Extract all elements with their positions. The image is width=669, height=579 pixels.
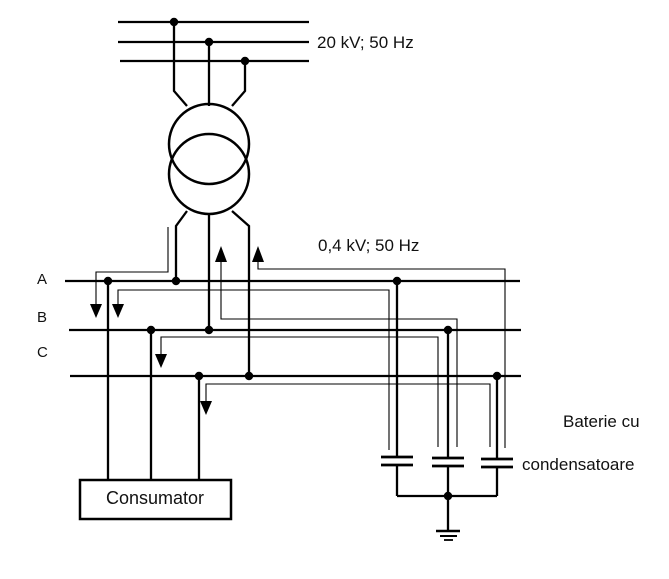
arrow-down-icon — [112, 304, 124, 318]
capacitor-b-icon — [432, 456, 464, 496]
arrow-down-icon — [200, 401, 212, 415]
capacitor-a-icon — [381, 455, 413, 496]
consumer-section: Consumator — [78, 281, 233, 521]
capacitor-bank-label-line2: condensatoare — [522, 455, 634, 474]
current-path-capacitor-c-to-consumer — [205, 383, 491, 447]
arrow-up-icon — [215, 246, 227, 262]
arrow-down-icon — [155, 354, 167, 368]
capacitor-bank-section: Baterie cu condensatoare — [381, 281, 640, 541]
phase-a-label: A — [37, 271, 47, 288]
consumer-label: Consumator — [106, 488, 204, 508]
junction-dot — [244, 371, 254, 381]
transformer-secondary-lead-a — [174, 210, 188, 281]
capacitor-bank-label-line1: Baterie cu — [563, 412, 640, 431]
transformer-primary-winding-icon — [167, 102, 251, 186]
primary-bus-section: 20 kV; 50 Hz — [118, 17, 414, 107]
transformer-primary-lead-3 — [231, 61, 247, 107]
current-path-capacitor-b-to-consumer — [160, 336, 439, 447]
current-path-capacitor-b-to-transformer — [220, 261, 458, 447]
current-path-capacitor-a-to-consumer — [117, 289, 390, 450]
arrow-down-icon — [90, 304, 102, 318]
phase-b-label: B — [37, 309, 47, 326]
transformer-primary-lead-1 — [172, 22, 188, 107]
lv-bus-section: A B C — [37, 271, 521, 381]
arrow-up-icon — [252, 246, 264, 262]
current-path-capacitor-c-to-transformer — [257, 261, 506, 448]
consumer-box — [78, 478, 233, 521]
junction-dot — [171, 276, 181, 286]
phase-c-label: C — [37, 344, 48, 361]
junction-dot — [204, 325, 214, 335]
transformer-section: 0,4 kV; 50 Hz — [167, 102, 419, 376]
secondary-bus-label: 0,4 kV; 50 Hz — [318, 236, 419, 255]
primary-bus-label: 20 kV; 50 Hz — [317, 33, 414, 52]
ground-icon — [436, 529, 460, 541]
current-flow-paths — [90, 227, 506, 450]
transformer-secondary-lead-c — [231, 210, 251, 376]
capacitor-c-icon — [481, 457, 513, 496]
current-path-transformer-to-consumer — [95, 227, 169, 305]
